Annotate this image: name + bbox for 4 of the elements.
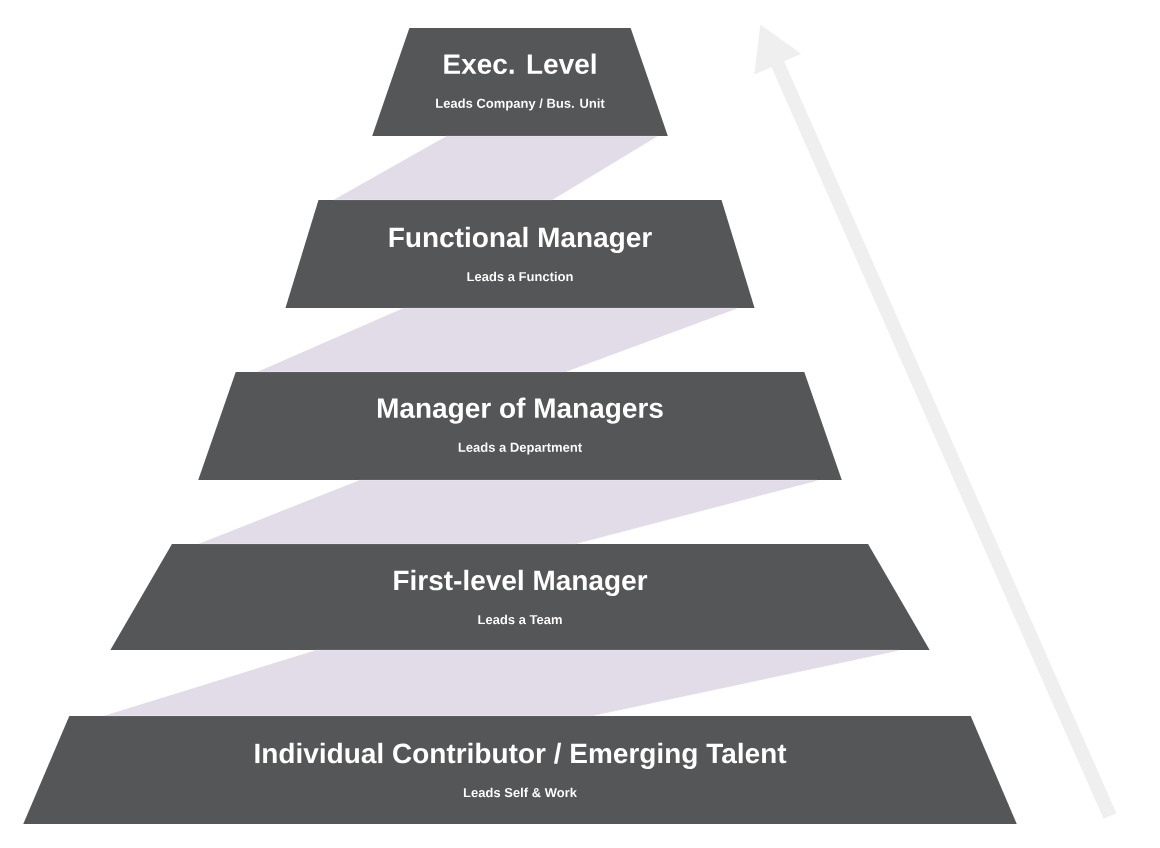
connecting-ribbon	[104, 650, 898, 716]
connecting-ribbon	[199, 480, 817, 544]
connecting-ribbon	[333, 136, 657, 200]
connecting-ribbon	[257, 308, 737, 372]
